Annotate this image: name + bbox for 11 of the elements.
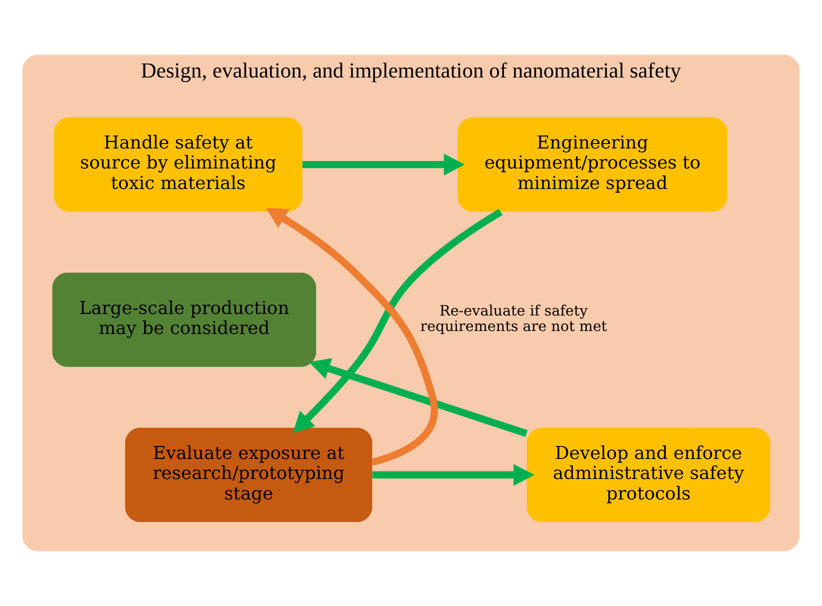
node-box: Handle safety at source by eliminating toxic materials — [54, 117, 302, 212]
node-box: Large-scale production may be considered — [52, 272, 316, 367]
edge-label: Re-evaluate if safety requirements are not met — [420, 304, 608, 336]
arrow — [266, 208, 438, 466]
arrow — [309, 358, 528, 437]
arrow — [292, 208, 503, 434]
node-box: Develop and enforce administrative safety protocols — [526, 428, 770, 522]
node-box: Evaluate exposure at research/prototyping stage — [125, 428, 372, 522]
arrow — [372, 464, 534, 486]
arrow — [302, 154, 465, 176]
node-box: Engineering equipment/processes to minimize spread — [458, 117, 728, 212]
